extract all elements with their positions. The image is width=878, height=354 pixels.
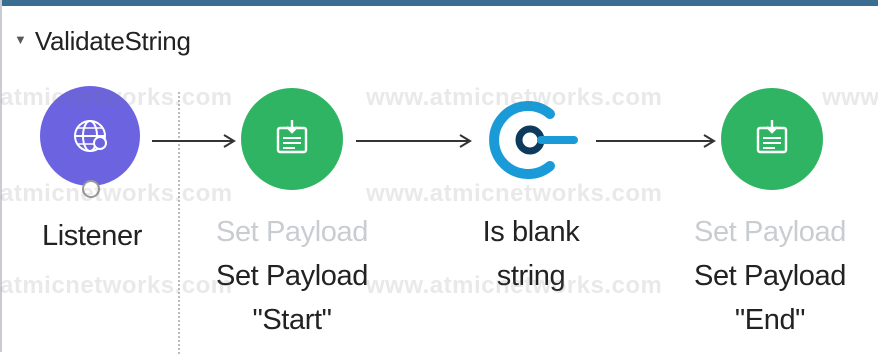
set-payload-end-node[interactable] (721, 88, 823, 190)
source-divider (178, 92, 180, 354)
connector-arrow (596, 134, 716, 148)
node-label: Listener (42, 220, 142, 252)
node-label-line1: Set Payload (216, 260, 368, 292)
listener-label: Listener (22, 214, 162, 258)
connector-arrow (356, 134, 472, 148)
flow-header[interactable]: ▼ ValidateString (14, 26, 191, 57)
set-payload-start-node[interactable] (241, 88, 343, 190)
is-blank-string-label: Is blank string (446, 210, 616, 298)
node-label-line2: "Start" (252, 304, 332, 336)
source-badge-icon (82, 180, 100, 198)
set-payload-end-label: Set Payload Set Payload "End" (674, 210, 866, 342)
node-label-line1: Is blank (482, 216, 580, 248)
node-type-label: Set Payload (216, 216, 368, 248)
node-label-line1: Set Payload (694, 260, 846, 292)
node-type-label: Set Payload (694, 216, 846, 248)
flow-title: ValidateString (34, 26, 191, 56)
node-label-line2: string (496, 260, 566, 292)
node-label-line2: "End" (734, 304, 806, 336)
connector-arrow (152, 134, 236, 148)
is-blank-string-node[interactable] (478, 88, 582, 192)
header-bar (0, 0, 878, 6)
listener-node[interactable] (40, 86, 140, 186)
set-payload-start-label: Set Payload Set Payload "Start" (196, 210, 388, 342)
globe-icon (74, 120, 107, 152)
caret-down-icon[interactable]: ▼ (14, 32, 27, 47)
is-blank-icon (489, 101, 578, 179)
set-payload-icon (276, 120, 308, 154)
set-payload-icon (756, 120, 788, 154)
